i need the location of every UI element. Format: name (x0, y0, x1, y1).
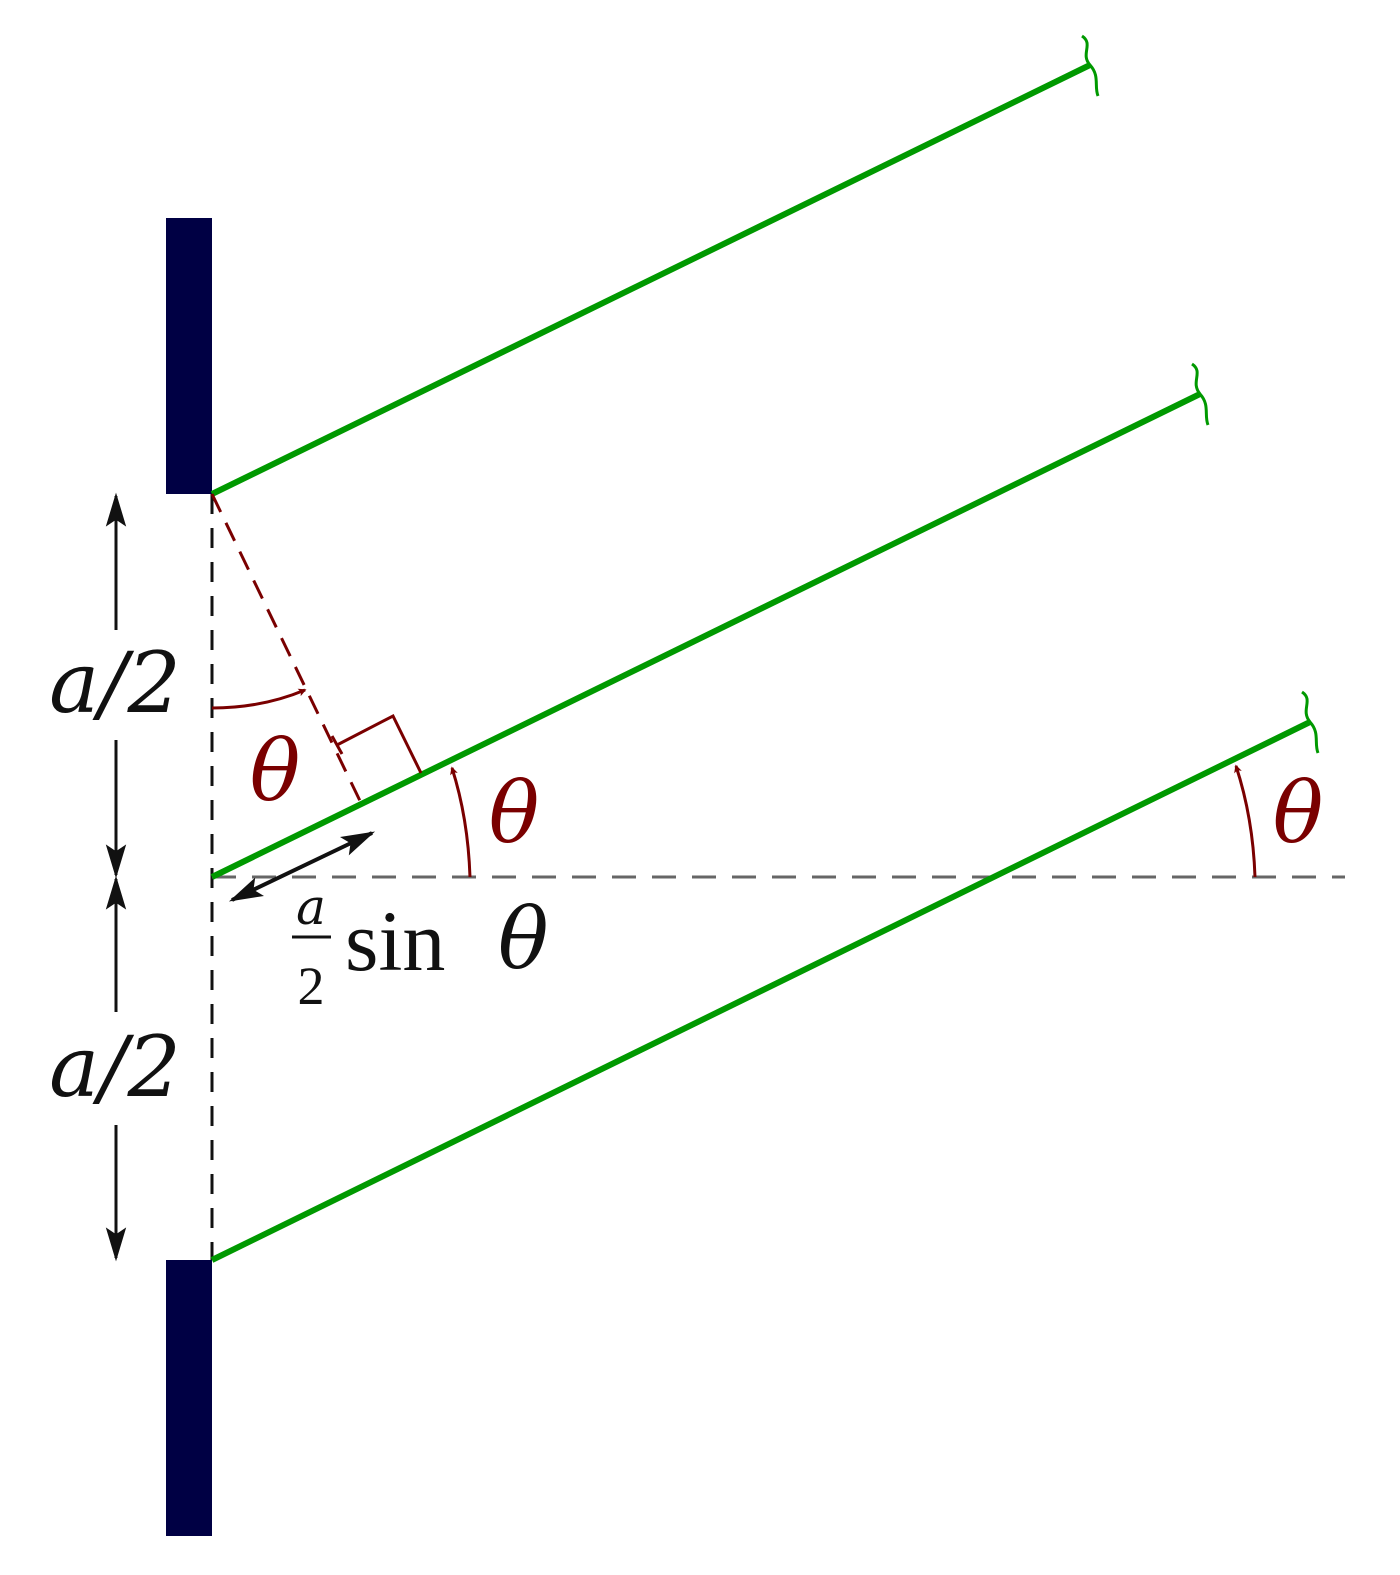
upper-half-label: a/2 (49, 634, 181, 732)
ray-top (210, 62, 1092, 497)
theta-label-right: θ (1273, 764, 1324, 862)
sin-function: sin (345, 893, 445, 989)
theta-variable: θ (498, 890, 549, 988)
wavy-end-middle (1191, 362, 1210, 426)
wavy-end-top (1081, 34, 1100, 97)
wavy-end-bottom (1301, 690, 1320, 754)
fraction-numerator: a (296, 878, 326, 936)
path-difference-arrow (228, 831, 376, 902)
slit-wall-bottom (166, 1260, 212, 1536)
perpendicular-tick (330, 735, 344, 755)
theta-label-left: θ (250, 722, 301, 820)
angle-arc-right (1234, 764, 1257, 878)
fraction-denominator: 2 (298, 956, 325, 1016)
theta-label-middle: θ (489, 764, 540, 862)
slit-wall-top (166, 218, 212, 494)
lower-half-label: a/2 (49, 1018, 181, 1116)
angle-arc-left (211, 688, 307, 710)
ray-bottom (210, 719, 1312, 1263)
angle-arc-middle (450, 766, 472, 878)
right-angle-marker (336, 713, 423, 774)
path-difference-label: a 2 sin θ (292, 878, 549, 1016)
perpendicular-dashed-line (210, 493, 364, 806)
ray-middle (210, 391, 1202, 880)
